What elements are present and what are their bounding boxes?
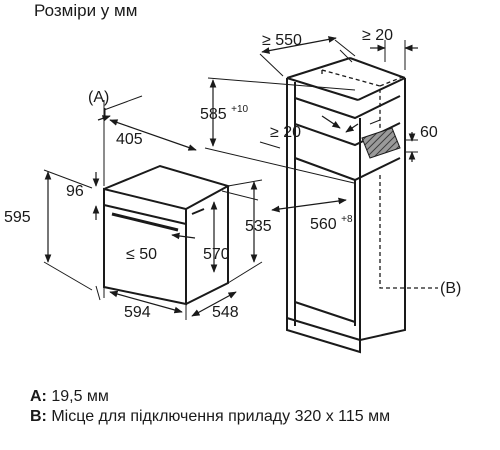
legend-a-text: 19,5 мм xyxy=(51,388,109,405)
dim-cabinet-side-gap: ≥ 20 xyxy=(362,27,393,44)
dim-niche-width-value: 560 xyxy=(310,216,337,233)
dim-oven-594: 594 xyxy=(124,304,151,321)
dim-oven-570: 570 xyxy=(203,246,230,263)
dim-niche-height-value: 585 xyxy=(200,106,227,123)
dim-oven-405: 405 xyxy=(116,131,143,148)
dim-oven-595: 595 xyxy=(4,209,31,226)
dim-oven-96: 96 xyxy=(66,183,84,200)
legend-b-key: B: xyxy=(30,408,47,425)
legend-item-b: B: Місце для підключення приладу 320 x 1… xyxy=(30,407,470,427)
cabinet-dashed-outline xyxy=(321,69,438,289)
oven-dimension-arrows xyxy=(44,115,258,317)
vent-hatch xyxy=(361,127,401,159)
cabinet-drawing xyxy=(286,57,406,354)
dim-oven-50: ≤ 50 xyxy=(126,246,157,263)
oven-drawing xyxy=(103,164,231,306)
callout-a: (A) xyxy=(88,89,109,106)
legend-item-a: A: 19,5 мм xyxy=(30,387,109,407)
cabinet-dimension-arrows xyxy=(209,36,418,213)
dim-cabinet-width: ≥ 550 xyxy=(262,32,302,49)
dim-vent-height: 60 xyxy=(420,124,438,141)
dim-oven-548: 548 xyxy=(212,304,239,321)
dim-oven-535: 535 xyxy=(245,218,272,235)
dim-niche-width: 560 +8 xyxy=(310,214,353,233)
oven-extension-lines xyxy=(43,95,263,320)
dim-niche-width-tolerance: +8 xyxy=(341,214,353,225)
legend-a-key: A: xyxy=(30,388,47,405)
legend-b-text: Місце для підключення приладу 320 x 115 … xyxy=(51,408,391,425)
dim-niche-height: 585 +10 xyxy=(200,104,249,123)
dim-niche-height-tolerance: +10 xyxy=(231,104,248,115)
dim-vent-gap: ≥ 20 xyxy=(270,124,301,141)
callout-b: (B) xyxy=(440,280,461,297)
diagram-title: Розміри у мм xyxy=(34,1,137,20)
